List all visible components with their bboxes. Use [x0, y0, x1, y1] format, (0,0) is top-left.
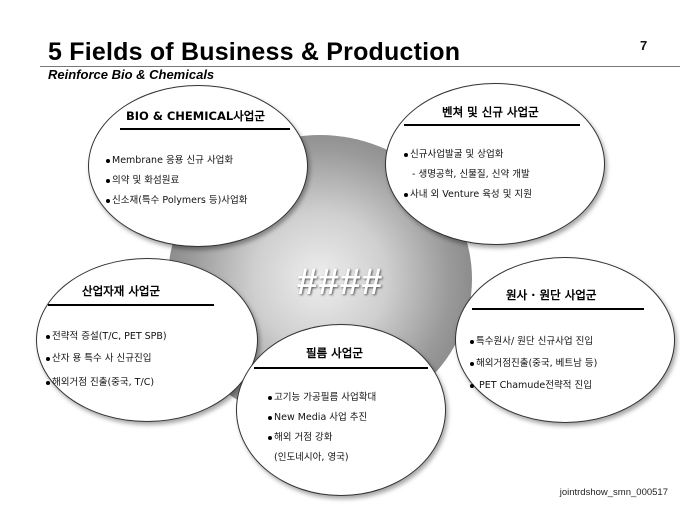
bullet-icon	[106, 178, 110, 183]
bullet-icon	[404, 152, 408, 157]
field-venture-item: 사내 외 Venture 육성 및 지원	[404, 186, 532, 200]
field-bio-underline	[120, 128, 290, 130]
field-bio-title: BIO & CHEMICAL사업군	[126, 109, 265, 123]
field-raw-item: PET Chamude전략적 진입	[470, 377, 592, 391]
bullet-icon	[404, 192, 408, 197]
field-film-item: (인도네시아, 영국)	[274, 452, 349, 463]
page-subtitle: Reinforce Bio & Chemicals	[48, 67, 215, 82]
field-raw-yarn	[455, 257, 675, 423]
bullet-icon	[470, 361, 474, 366]
bullet-icon	[470, 383, 474, 388]
field-film-title: 필름 사업군	[306, 346, 363, 360]
field-film-item: New Media 사업 추진	[268, 409, 367, 423]
field-bio-item: 의약 및 화섬원료	[106, 172, 179, 186]
field-film-underline	[254, 367, 428, 369]
field-industrial	[36, 258, 258, 422]
field-film-item: 고기능 가공필름 사업확대	[268, 389, 376, 403]
field-raw-item: 특수원사/ 원단 신규사업 진입	[470, 333, 593, 347]
field-raw-underline	[472, 308, 644, 310]
field-industrial-underline	[48, 304, 214, 306]
bullet-icon	[268, 435, 272, 440]
page-number: 7	[640, 38, 648, 53]
field-film	[236, 324, 446, 496]
field-raw-item: 해외거점진출(중국, 베트남 등)	[470, 355, 597, 369]
field-bio-item: Membrane 응용 신규 사업화	[106, 152, 233, 166]
field-industrial-item: 해외거점 진출(중국, T/C)	[46, 374, 154, 388]
field-bio-chemical	[88, 85, 308, 247]
bullet-icon	[46, 334, 50, 339]
field-bio-item: 신소재(특수 Polymers 등)사업화	[106, 192, 248, 206]
bullet-icon	[106, 198, 110, 203]
field-industrial-title: 산업자재 사업군	[82, 284, 161, 298]
bullet-icon	[470, 339, 474, 344]
field-industrial-item: 산자 용 특수 사 신규진입	[46, 350, 151, 364]
field-venture	[385, 83, 605, 245]
field-film-item: 해외 거점 강화	[268, 429, 332, 443]
bullet-icon	[46, 356, 50, 361]
field-industrial-item: 전략적 증설(T/C, PET SPB)	[46, 328, 167, 342]
field-venture-underline	[404, 124, 580, 126]
bullet-icon	[268, 415, 272, 420]
footer-code: jointrdshow_smn_000517	[559, 487, 668, 498]
bullet-icon	[268, 395, 272, 400]
field-venture-item: - 생명공학, 신물질, 신약 개발	[412, 169, 530, 180]
field-venture-item: 신규사업발굴 및 상업화	[404, 146, 503, 160]
title-divider	[40, 66, 680, 67]
center-label: ####	[296, 261, 384, 302]
field-raw-title: 원사 · 원단 사업군	[506, 288, 597, 302]
bullet-icon	[106, 158, 110, 163]
field-venture-title: 벤쳐 및 신규 사업군	[442, 105, 539, 119]
page-title: 5 Fields of Business & Production	[48, 38, 461, 66]
bullet-icon	[46, 380, 50, 385]
